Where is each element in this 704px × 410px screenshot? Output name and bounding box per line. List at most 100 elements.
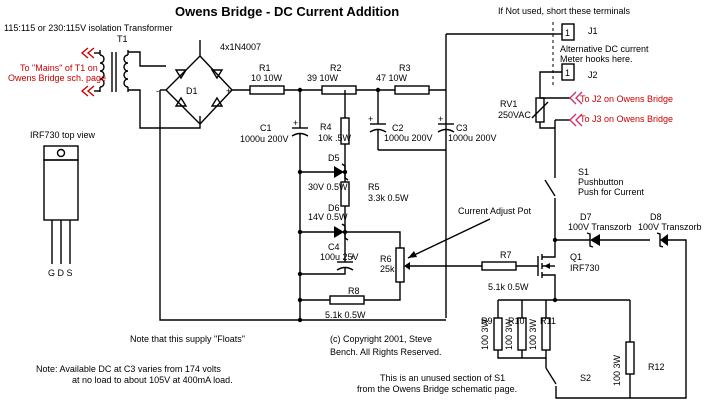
r5-val: 3.3k 0.5W — [368, 193, 409, 203]
r12-val: 100 3W — [612, 354, 622, 386]
d5-ref: D5 — [328, 153, 340, 163]
switch-s2[interactable] — [545, 367, 557, 385]
irf-view-title: IRF730 top view — [30, 130, 96, 140]
r7-ref: R7 — [500, 250, 512, 260]
irf730-package — [43, 145, 79, 264]
j1-pin: 1 — [565, 28, 570, 38]
transformer-t1 — [99, 50, 129, 92]
r2-ref: R2 — [330, 63, 342, 73]
resistor-r1 — [249, 85, 285, 95]
d5-val: 30V 0.5W — [308, 182, 348, 192]
capacitor-c3: + — [437, 114, 455, 133]
c3-plus: + — [438, 114, 443, 124]
mains-label-2: Owens Bridge sch. page — [8, 73, 106, 83]
c2-ref: C2 — [392, 123, 404, 133]
c2-val: 1000u 200V — [384, 133, 433, 143]
d6-ref: D6 — [328, 203, 340, 213]
transformer-label: 115:115 or 230:115V isolation Transforme… — [4, 23, 173, 33]
s2-ref: S2 — [580, 373, 591, 383]
resistor-r8 — [329, 295, 365, 305]
s1-type: Pushbutton — [578, 177, 624, 187]
c1-ref: C1 — [260, 123, 272, 133]
rv1-val: 250VAC — [498, 110, 531, 120]
capacitor-c1: + — [291, 118, 309, 137]
d7-ref: D7 — [580, 212, 592, 222]
c3-ref: C3 — [456, 123, 468, 133]
bridge-part: 4x1N4007 — [220, 42, 261, 52]
c1-val: 1000u 200V — [240, 134, 289, 144]
top-note: If Not used, short these terminals — [498, 6, 631, 16]
unused-note-1: This is an unused section of S1 — [380, 373, 505, 383]
r6-ref: R6 — [380, 254, 392, 264]
pushbutton-s1[interactable] — [544, 179, 556, 197]
r4-ref: R4 — [320, 122, 332, 132]
r10-ref: R10 — [508, 316, 525, 326]
r7-val: 5.1k 0.5W — [488, 282, 529, 292]
to-j3-label: To J3 on Owens Bridge — [580, 114, 673, 124]
s1-ref: S1 — [578, 167, 589, 177]
r2-val: 39 10W — [307, 73, 339, 83]
to-j2-label: To J2 on Owens Bridge — [580, 94, 673, 104]
varistor-rv1 — [531, 97, 549, 123]
bridge-ref: D1 — [186, 86, 198, 96]
resistor-r12 — [625, 341, 635, 375]
c4-plus: + — [350, 252, 355, 262]
resistor-r7 — [481, 261, 517, 271]
c3-val: 1000u 200V — [448, 133, 497, 143]
r9-ref: R9 — [481, 316, 493, 326]
d6-val: 14V 0.5W — [308, 212, 348, 222]
current-adjust-label: Current Adjust Pot — [458, 206, 532, 216]
r10-val: 100 3W — [504, 318, 514, 350]
r9-val: 100 3W — [480, 318, 490, 350]
c1-plus: + — [293, 118, 298, 128]
diagram-title: Owens Bridge - DC Current Addition — [175, 4, 399, 19]
terminal-j1[interactable] — [561, 23, 575, 41]
c4-val: 100u 25V — [320, 252, 359, 262]
r3-ref: R3 — [399, 63, 411, 73]
transformer-ref: T1 — [117, 34, 128, 44]
mains-label-1: To "Mains" of T1 on — [20, 63, 98, 73]
capacitor-c4: + — [336, 252, 355, 271]
r3-val: 47 10W — [376, 73, 408, 83]
resistor-r2 — [321, 85, 357, 95]
q1-part: IRF730 — [570, 263, 600, 273]
r1-val: 10 10W — [251, 73, 283, 83]
mosfet-q1 — [537, 240, 556, 300]
r12-ref: R12 — [648, 362, 665, 372]
potentiometer-r6 — [395, 247, 410, 283]
r4-val: 10k .5W — [318, 133, 352, 143]
transzorb-d7 — [586, 232, 600, 248]
resistor-r3 — [394, 85, 430, 95]
d8-ref: D8 — [650, 212, 662, 222]
bridge-minus: - — [156, 86, 159, 96]
unused-note-2: from the Owens Bridge schematic page. — [357, 384, 517, 394]
copyright-1: (c) Copyright 2001, Steve — [330, 334, 432, 344]
capacitor-c2: + — [368, 114, 387, 133]
r8-ref: R8 — [348, 286, 360, 296]
r6-val: 25k — [380, 264, 395, 274]
c2-plus: + — [368, 114, 373, 124]
copyright-2: Bench. All Rights Reserved. — [330, 347, 442, 357]
bottom-note-2: at no load to about 105V at 400mA load. — [72, 375, 233, 385]
d7-val: 100V Transzorb — [568, 222, 632, 232]
j1-ref: J1 — [588, 26, 598, 36]
r11-ref: R11 — [540, 316, 556, 326]
bottom-note-1: Note: Available DC at C3 varies from 174… — [36, 364, 221, 374]
transzorb-d8 — [656, 232, 668, 248]
bridge-plus: + — [226, 86, 231, 96]
floats-note: Note that this supply "Floats" — [130, 334, 245, 344]
resistor-r9 — [493, 317, 503, 351]
s1-note: Push for Current — [578, 187, 645, 197]
q1-ref: Q1 — [570, 252, 582, 262]
mains-connector — [80, 47, 100, 97]
irf-pins: G D S — [48, 268, 73, 278]
d8-val: 100V Transzorb — [638, 222, 702, 232]
r5-ref: R5 — [368, 182, 380, 192]
j1-note2: Meter hooks here. — [560, 54, 633, 64]
bridge-rectifier-d1 — [165, 54, 233, 126]
r11-val: 100 3W — [528, 318, 538, 350]
r8-val: 5.1k 0.5W — [325, 310, 366, 320]
j2-ref: J2 — [588, 70, 598, 80]
